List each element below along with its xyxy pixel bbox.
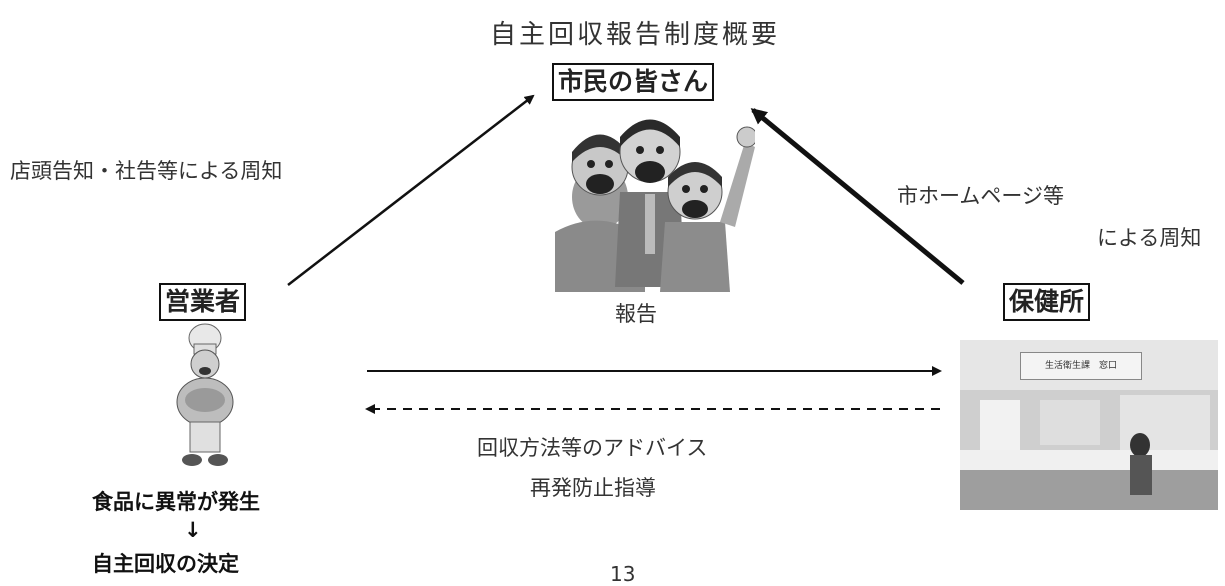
label-operator-to-citizens: 店頭告知・社告等による周知 [10,159,283,183]
arrow-operator-to-citizens [287,94,535,286]
chef-illustration [176,323,234,466]
label-advice-1: 回収方法等のアドバイス [477,436,708,460]
citizens-illustration [555,119,755,292]
node-health-center: 保健所 [1003,283,1091,321]
arrow-center-to-citizens [750,108,965,285]
event-down-arrow: ↓ [184,518,202,542]
label-advice-2: 再発防止指導 [530,476,656,500]
node-operator: 営業者 [159,283,247,321]
diagram-title: 自主回収報告制度概要 [489,20,780,50]
label-report: 報告 [615,302,657,326]
photo-sign: 生活衛生課 窓口 [1020,352,1142,380]
health-center-photo: 生活衛生課 窓口 [960,340,1218,510]
event-recall-decision: 自主回収の決定 [92,552,239,576]
label-center-to-citizens-1: 市ホームページ等 [897,184,1064,208]
label-center-to-citizens-2: による周知 [1097,226,1202,250]
event-anomaly: 食品に異常が発生 [92,490,260,514]
node-citizens: 市民の皆さん [552,63,715,101]
